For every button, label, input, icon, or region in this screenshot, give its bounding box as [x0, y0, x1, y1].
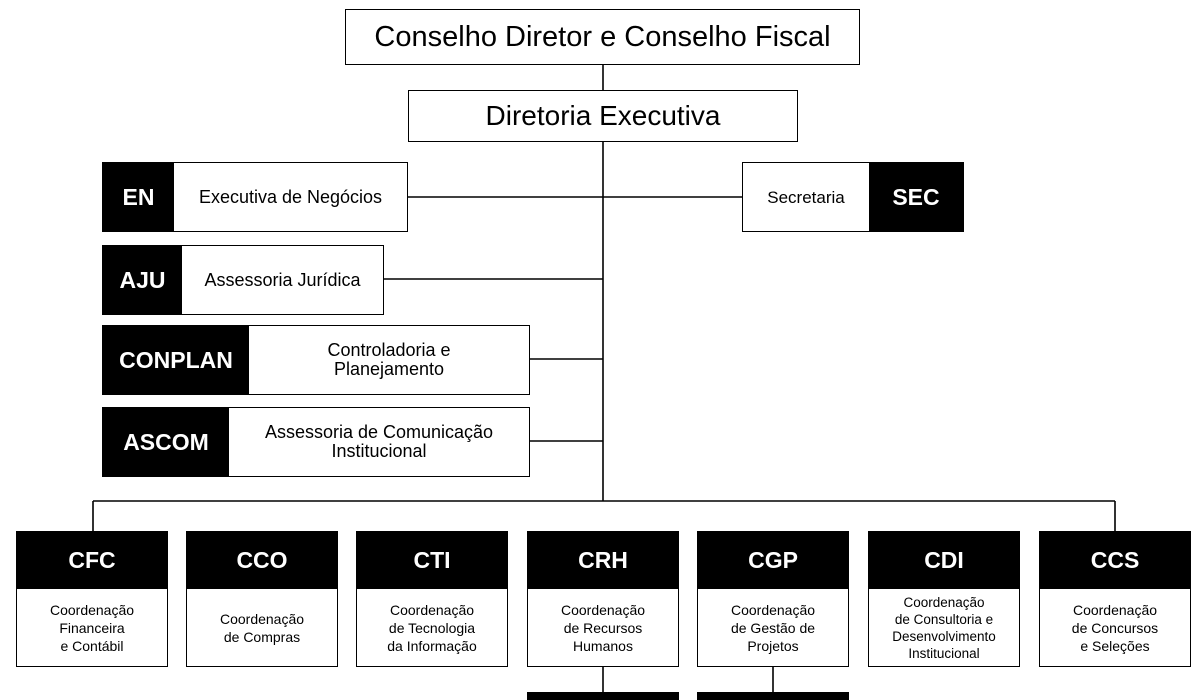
coord-label: Coordenação de Concursos e Seleções — [1039, 589, 1191, 667]
unit-en[interactable]: EN Executiva de Negócios — [102, 162, 408, 232]
coord-code: CTI — [356, 531, 508, 589]
cgp-subunit-partial — [697, 692, 849, 700]
unit-label: Assessoria Jurídica — [204, 269, 361, 290]
coord-code: CRH — [527, 531, 679, 589]
unit-label: Controladoria e Planejamento — [327, 340, 451, 379]
board-label: Conselho Diretor e Conselho Fiscal — [374, 20, 831, 53]
unit-conplan[interactable]: CONPLAN Controladoria e Planejamento — [102, 325, 530, 395]
coord-label: Coordenação de Consultoria e Desenvolvim… — [868, 589, 1020, 667]
coord-label: Coordenação de Gestão de Projetos — [697, 589, 849, 667]
unit-code: ASCOM — [103, 408, 229, 476]
coord-cco[interactable]: CCO Coordenação de Compras — [186, 531, 338, 667]
coord-crh[interactable]: CRH Coordenação de Recursos Humanos — [527, 531, 679, 667]
unit-label: Secretaria — [767, 187, 845, 207]
unit-label: Executiva de Negócios — [198, 186, 383, 207]
coord-cdi[interactable]: CDI Coordenação de Consultoria e Desenvo… — [868, 531, 1020, 667]
coord-code: CCO — [186, 531, 338, 589]
unit-sec[interactable]: Secretaria SEC — [742, 162, 964, 232]
crh-subunit-partial — [527, 692, 679, 700]
board-box[interactable]: Conselho Diretor e Conselho Fiscal — [345, 9, 860, 65]
coord-ccs[interactable]: CCS Coordenação de Concursos e Seleções — [1039, 531, 1191, 667]
unit-code: CONPLAN — [103, 326, 249, 394]
coord-cgp[interactable]: CGP Coordenação de Gestão de Projetos — [697, 531, 849, 667]
unit-label: Assessoria de Comunicação Institucional — [264, 422, 494, 461]
coord-label: Coordenação Financeira e Contábil — [16, 589, 168, 667]
unit-code: SEC — [869, 163, 963, 231]
coord-code: CFC — [16, 531, 168, 589]
coord-code: CDI — [868, 531, 1020, 589]
coord-cfc[interactable]: CFC Coordenação Financeira e Contábil — [16, 531, 168, 667]
executive-box[interactable]: Diretoria Executiva — [408, 90, 798, 142]
unit-code: AJU — [103, 246, 182, 314]
coord-label: Coordenação de Tecnologia da Informação — [356, 589, 508, 667]
coord-code: CCS — [1039, 531, 1191, 589]
coord-code: CGP — [697, 531, 849, 589]
coord-cti[interactable]: CTI Coordenação de Tecnologia da Informa… — [356, 531, 508, 667]
coord-label: Coordenação de Compras — [186, 589, 338, 667]
unit-code: EN — [103, 163, 174, 231]
unit-aju[interactable]: AJU Assessoria Jurídica — [102, 245, 384, 315]
unit-ascom[interactable]: ASCOM Assessoria de Comunicação Instituc… — [102, 407, 530, 477]
executive-label: Diretoria Executiva — [485, 100, 721, 131]
coord-label: Coordenação de Recursos Humanos — [527, 589, 679, 667]
